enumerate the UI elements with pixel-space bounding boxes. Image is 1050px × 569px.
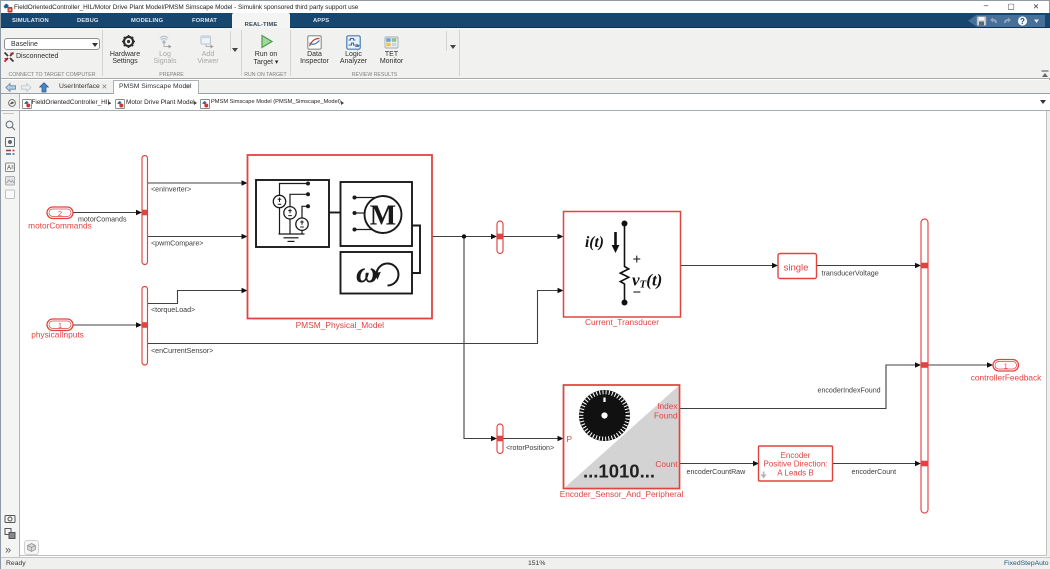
svg-text:physicalInputs: physicalInputs [31,330,84,340]
svg-text:encoderIndexFound: encoderIndexFound [818,386,881,394]
svg-text:P: P [567,434,573,444]
svg-text:<rotorPosition>: <rotorPosition> [506,444,554,452]
svg-text:motorComands: motorComands [78,215,127,223]
svg-text:<enInverter>: <enInverter> [151,185,191,193]
svg-text:M: M [370,201,396,232]
svg-text:Encoder: Encoder [781,451,811,460]
svg-text:Encoder_Sensor_And_Peripheral: Encoder_Sensor_And_Peripheral [560,489,684,499]
svg-text:i(t): i(t) [585,234,604,251]
svg-text:A Leads B: A Leads B [777,468,813,477]
svg-text:»: » [5,545,11,557]
svg-text:ω: ω [356,256,378,289]
svg-text:Index: Index [657,401,678,411]
svg-text:transducerVoltage: transducerVoltage [822,269,879,277]
svg-text:encoderCountRaw: encoderCountRaw [687,468,747,476]
svg-text:Positive Direction:: Positive Direction: [763,460,827,469]
svg-text:−: − [633,285,642,301]
svg-text:1: 1 [1004,361,1008,370]
svg-text:Current_Transducer: Current_Transducer [585,317,659,327]
svg-text:...1010...: ...1010... [583,461,655,482]
svg-text:<enCurrentSensor>: <enCurrentSensor> [151,347,213,355]
svg-text:<torqueLoad>: <torqueLoad> [151,306,195,314]
svg-text:controllerFeedback: controllerFeedback [971,373,1042,383]
svg-text:encoderCount: encoderCount [852,468,897,476]
svg-text:<pwmCompare>: <pwmCompare> [151,240,203,248]
svg-text:2: 2 [58,209,62,218]
svg-text:Found: Found [654,410,678,420]
svg-text:?: ? [1020,16,1025,25]
svg-text:single: single [784,263,809,274]
svg-text:+: + [633,252,642,268]
svg-text:1: 1 [58,321,62,330]
svg-text:A: A [7,166,11,172]
svg-text:PMSM_Physical_Model: PMSM_Physical_Model [296,320,385,330]
svg-text:motorCommands: motorCommands [28,221,92,231]
svg-text:Count: Count [655,459,678,469]
